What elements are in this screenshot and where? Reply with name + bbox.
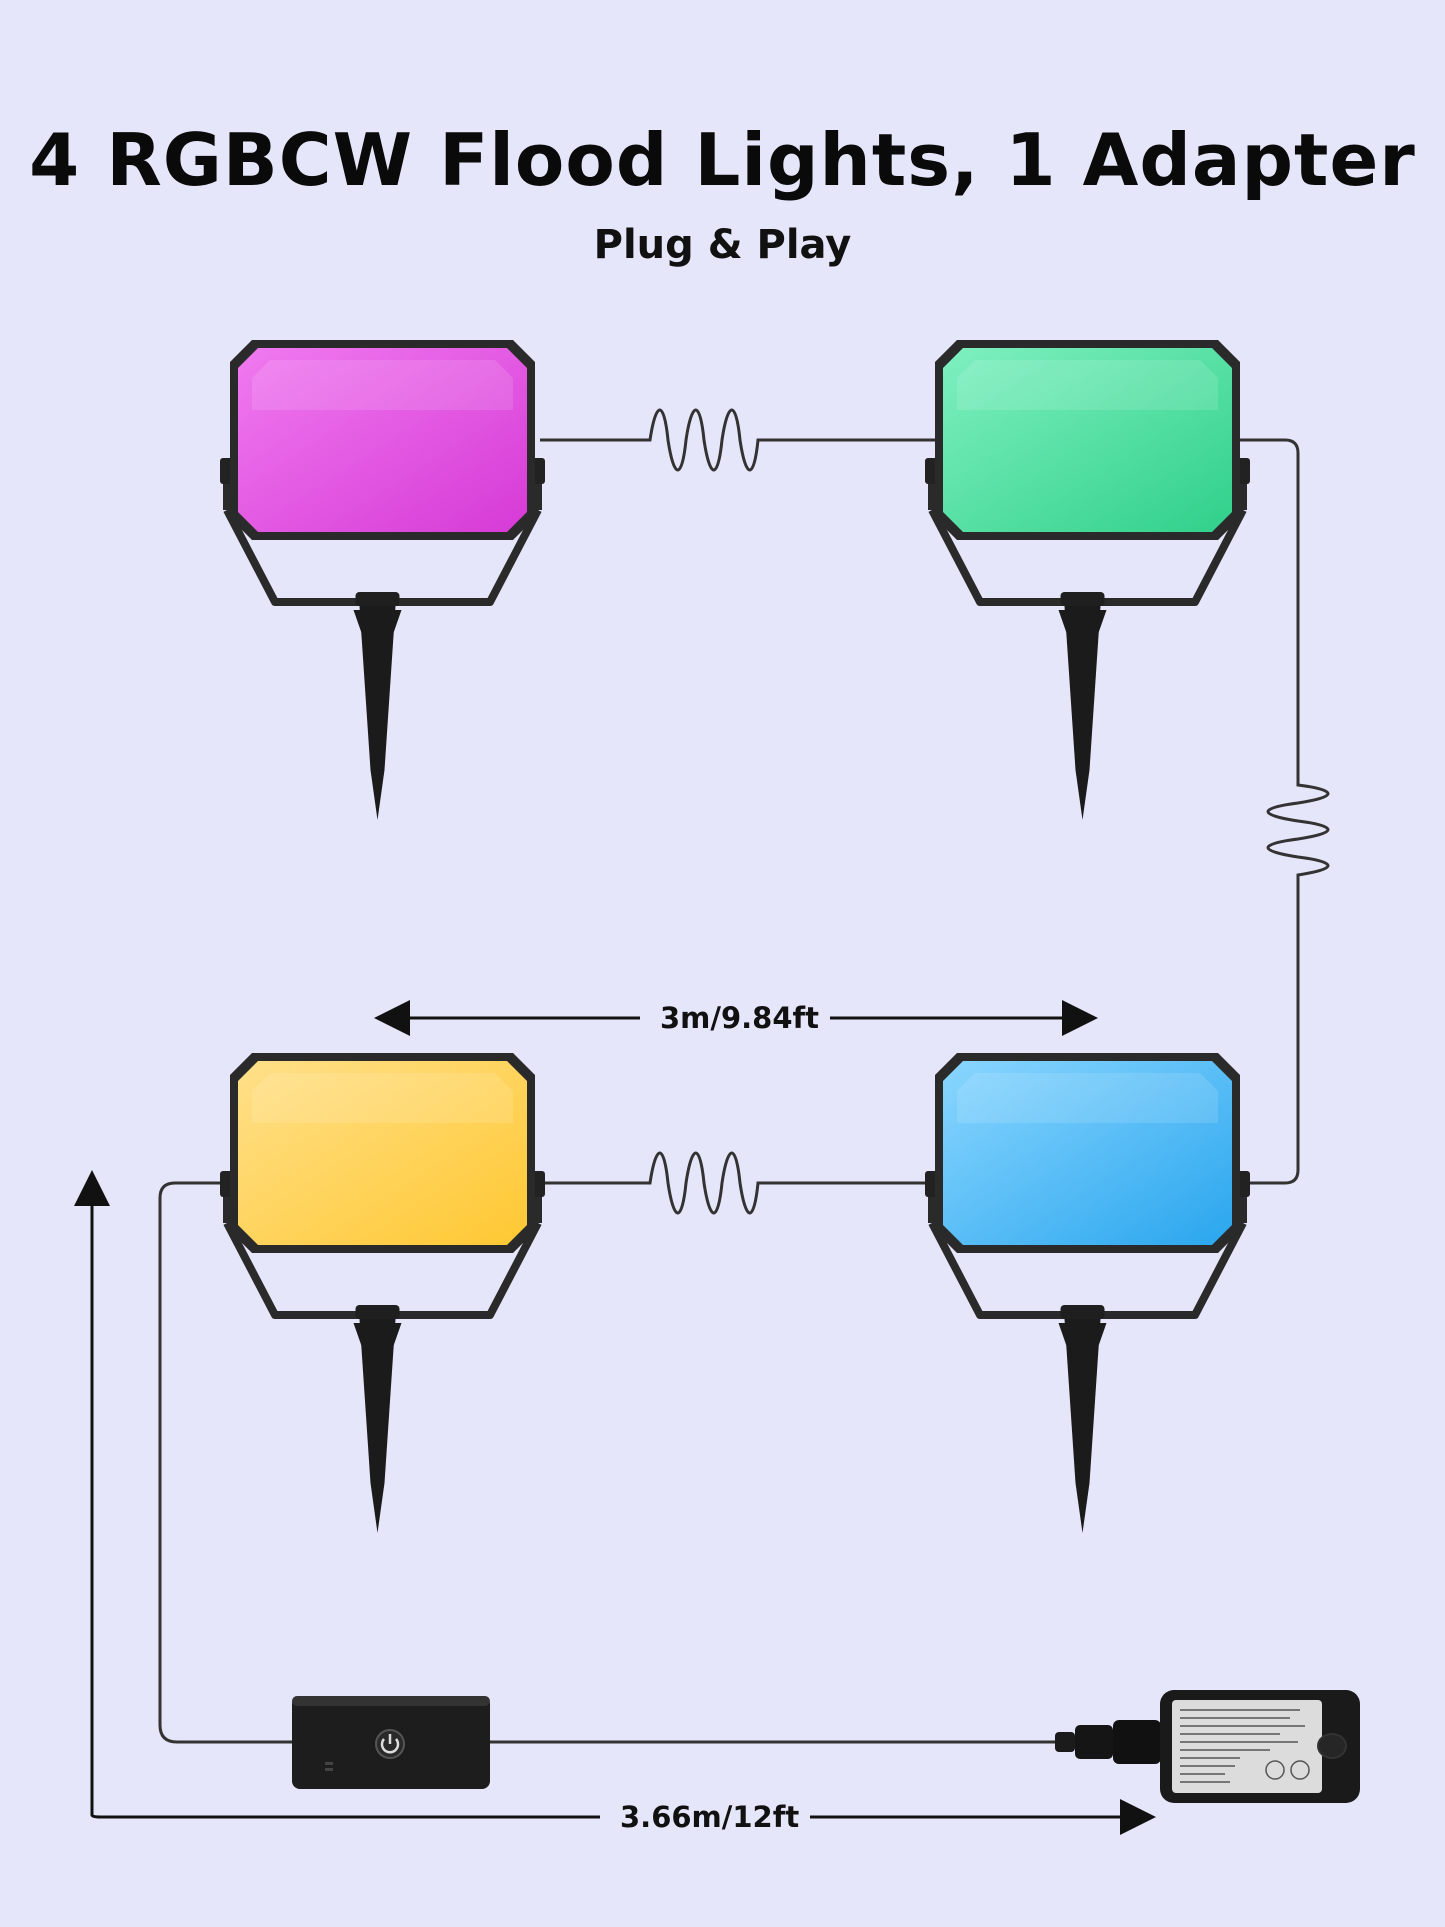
light-lens (238, 1061, 527, 1245)
light-lens (238, 348, 527, 532)
spacing-label: 3m/9.84ft (652, 998, 828, 1038)
cable-lead (158, 1181, 292, 1744)
cable-top (540, 408, 935, 472)
page-subtitle: Plug & Play (593, 222, 852, 268)
cable-right (1240, 438, 1330, 1185)
lead-arrow-horizontal (90, 1814, 600, 1819)
ground-stake (359, 1319, 396, 1533)
light-lens (943, 1061, 1232, 1245)
power-icon[interactable] (375, 1729, 405, 1759)
ground-stake (359, 606, 396, 820)
ground-stake (1064, 606, 1101, 820)
power-adapter (1055, 1690, 1360, 1803)
flood-light-bottom-left (220, 1053, 545, 1533)
light-lens (943, 348, 1232, 532)
inline-controller (292, 1696, 490, 1789)
flood-light-bottom-right (925, 1053, 1250, 1533)
page-title: 4 RGBCW Flood Lights, 1 Adapter (29, 118, 1416, 202)
flood-light-top-right (925, 340, 1250, 820)
ground-stake (1064, 1319, 1101, 1533)
cables (158, 408, 1330, 1744)
cable-bottom (540, 1151, 935, 1215)
flood-lights (220, 340, 1250, 1533)
lead-cable-label: 3.66m/12ft (612, 1797, 808, 1837)
flood-light-top-left (220, 340, 545, 820)
